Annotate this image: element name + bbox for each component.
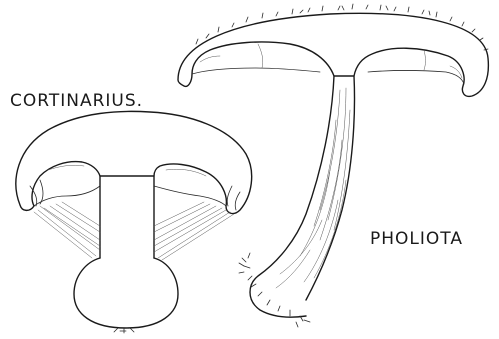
pholiota-gill-left: [192, 68, 320, 74]
cortinarius-root-tuft: [114, 328, 134, 333]
pholiota-stem: [250, 76, 355, 317]
cortinarius-stem: [100, 176, 154, 258]
cortinarius-drawing: [16, 111, 252, 333]
cortinarius-bulb: [74, 258, 178, 328]
cortinarius-cortina-right: [154, 202, 234, 260]
cortinarius-gill-left: [34, 186, 100, 206]
cortinarius-label: CORTINARIUS.: [10, 91, 143, 111]
pholiota-gill-right: [368, 71, 464, 85]
pholiota-label: PHOLIOTA: [370, 229, 463, 249]
cortinarius-cortina-left: [34, 202, 100, 258]
pholiota-stem-fibrils: [276, 88, 350, 288]
cortinarius-gill-right: [154, 186, 226, 206]
pholiota-drawing: [178, 4, 488, 327]
